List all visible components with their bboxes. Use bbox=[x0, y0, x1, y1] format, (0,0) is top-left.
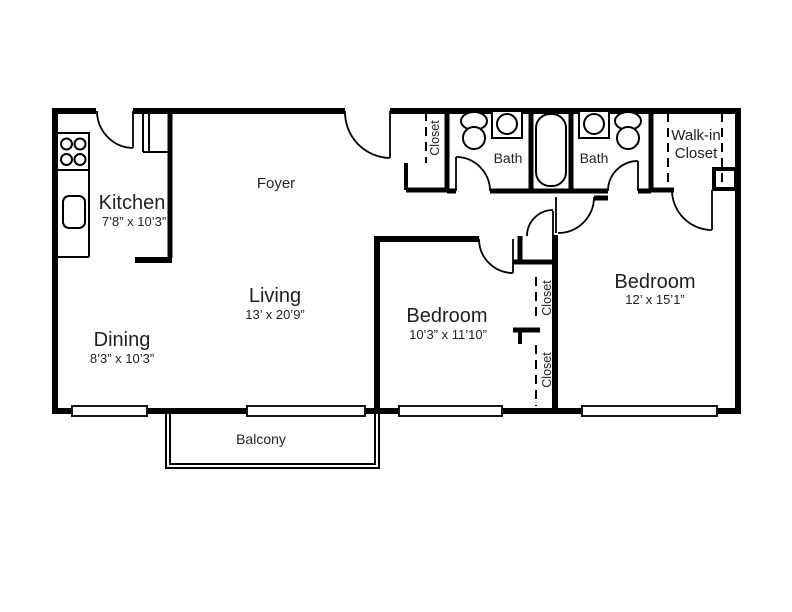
living-label: Living bbox=[249, 285, 301, 307]
linen-closet-door bbox=[526, 209, 554, 237]
bedroom1-label: Bedroom bbox=[406, 305, 487, 327]
fixtures bbox=[56, 110, 642, 258]
foyer-label: Foyer bbox=[257, 175, 295, 192]
bath2-door bbox=[607, 160, 639, 192]
bath2-label: Bath bbox=[580, 150, 609, 166]
bath1-label: Bath bbox=[494, 150, 523, 166]
window-bedroom1 bbox=[398, 405, 503, 417]
bath2-toilet bbox=[614, 111, 642, 150]
bedroom2-label: Bedroom bbox=[614, 271, 695, 293]
lower-closet-label: Closet bbox=[540, 352, 554, 388]
entry-closet-label: Closet bbox=[428, 120, 442, 156]
windows bbox=[71, 405, 718, 417]
entry-door bbox=[344, 110, 391, 159]
wall-openings bbox=[96, 105, 638, 195]
walk-in-closet-door bbox=[671, 189, 713, 231]
bedroom1-door bbox=[478, 238, 514, 274]
doors bbox=[96, 110, 713, 274]
bath1-door bbox=[455, 156, 491, 192]
kitchen-door bbox=[96, 110, 134, 149]
labels: Kitchen 7’8” x 10’3” Foyer Living 13’ x … bbox=[90, 120, 721, 447]
window-bedroom2 bbox=[581, 405, 718, 417]
dining-dims: 8’3” x 10’3” bbox=[90, 351, 154, 366]
living-dims: 13’ x 20’9” bbox=[245, 307, 305, 322]
dining-label: Dining bbox=[94, 329, 151, 351]
kitchen-label: Kitchen bbox=[99, 192, 166, 214]
balcony-door-window bbox=[246, 405, 366, 417]
bath2-sink bbox=[578, 110, 610, 139]
interior-walls bbox=[135, 108, 738, 411]
bedroom2-door bbox=[555, 196, 595, 234]
balcony-rail bbox=[165, 410, 380, 469]
kitchen-dims: 7’8” x 10’3” bbox=[102, 214, 166, 229]
closet-door-dashes bbox=[425, 112, 723, 406]
bath1-sink bbox=[491, 110, 523, 139]
window-dining bbox=[71, 405, 148, 417]
kitchen-counter bbox=[57, 170, 90, 258]
walkin-label-line1: Walk-in bbox=[671, 127, 720, 144]
walkin-label-line2: Closet bbox=[675, 145, 718, 162]
upper-closet-label: Closet bbox=[540, 280, 554, 316]
kitchen-sink bbox=[62, 195, 86, 229]
bathtub bbox=[535, 113, 567, 187]
bedroom1-dims: 10’3” x 11’10” bbox=[409, 327, 487, 342]
pantry bbox=[142, 111, 168, 153]
stove bbox=[56, 132, 90, 171]
bedroom2-dims: 12’ x 15’1” bbox=[625, 292, 685, 307]
bath1-toilet bbox=[460, 111, 488, 150]
balcony-label: Balcony bbox=[236, 431, 286, 447]
